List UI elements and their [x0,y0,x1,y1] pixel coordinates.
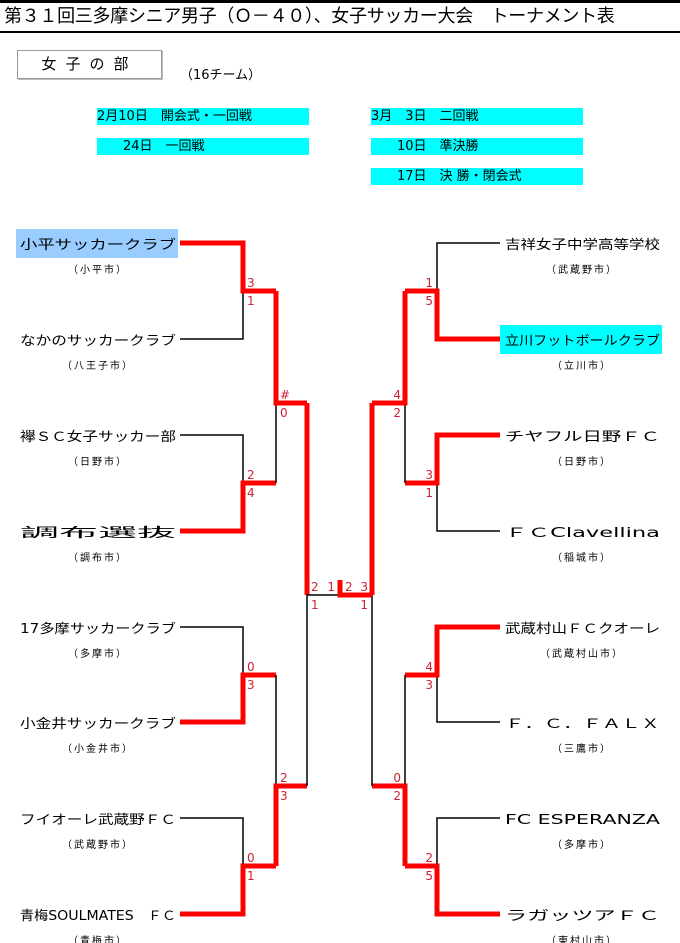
team-city: （武蔵野市） [62,838,134,851]
team-city: （武蔵野市） [546,263,618,276]
winner-path [180,240,276,294]
score: 2 [393,789,401,803]
bracket-line [180,817,244,866]
page-title: 第３１回三多摩シニア男子（Ｏ－４０）、女子サッカー大会 トーナメント表 [4,6,615,27]
score: 5 [425,869,433,883]
team-city: （調布市） [68,551,128,564]
winner-path [405,863,500,917]
title-rule-bottom [0,31,680,33]
team-city: （稲城市） [552,551,612,564]
team-city: （多摩市） [68,647,128,660]
score: 1 [425,276,433,290]
winner-path [405,432,500,486]
winner-path [273,783,307,866]
team-count: （16チーム） [180,68,262,83]
team-name: 17多摩サッカークラブ [20,621,176,637]
team-name: Ｆ．Ｃ．ＦＡＬＸ [505,717,660,732]
score: 2 [393,406,401,420]
title-rule-top [0,0,680,3]
winner-path [180,480,276,534]
winner-path [405,288,500,342]
team-name: 小平サッカークラブ [20,237,176,253]
team-name: FC ESPERANZA [505,813,660,828]
bracket-line [180,626,244,675]
score: 1 [247,294,255,308]
team-city: （日野市） [552,455,612,468]
team-name: 武蔵村山ＦＣクオーレ [505,622,660,637]
team-city: （東村山市） [546,934,618,943]
team-city: （日野市） [68,455,128,468]
score: 3 [425,468,433,482]
team-name: 青梅SOULMATES ＦＣ [20,909,176,924]
final-score-right: 2 [345,580,353,594]
schedule-item: 2月10日 開会式・一回戦 [97,108,309,125]
team-highlight [16,229,178,258]
score: 3 [280,789,288,803]
team-name: フイオーレ武蔵野ＦＣ [20,813,176,828]
team-city: （青梅市） [68,934,128,943]
schedule-item: 10日 準決勝 [371,138,583,155]
score: # [280,388,290,402]
team-city: （小金井市） [62,742,134,755]
score: 3 [247,276,255,290]
bracket-line [436,675,500,723]
team-city: （武蔵村山市） [540,647,624,660]
bracket-line [436,242,500,291]
score: 3 [360,580,368,594]
score: 5 [425,294,433,308]
bracket-line [180,434,244,483]
schedule-item: 17日 決 勝・閉会式 [371,168,583,185]
score: 2 [311,580,319,594]
score: 2 [425,851,433,865]
schedule-item: 24日 一回戦 [97,138,309,155]
team-name: ラガッツアＦＣ [505,909,660,924]
team-highlight [500,325,662,354]
final-score-left: 1 [327,580,335,594]
winner-path [337,580,372,598]
team-city: （三鷹市） [552,742,612,755]
score: 3 [425,678,433,692]
score: 0 [393,771,401,785]
score: 4 [393,388,401,402]
bracket-line [436,483,500,532]
score: 3 [247,678,255,692]
team-name: 調布選抜 [20,525,176,541]
winner-path [372,783,408,866]
team-city: （小平市） [68,263,128,276]
score: 2 [247,468,255,482]
team-name: 小金井サッカークラブ [20,716,176,732]
winner-path [372,291,408,406]
schedule-item: 3月 3日 二回戦 [371,108,583,125]
team-city: （立川市） [552,359,612,372]
winner-path [405,624,500,678]
team-name: 襷ＳＣ女子サッカー部 [20,429,176,445]
score: 1 [425,486,433,500]
division-label: 女子の部 [17,50,162,79]
score: 0 [280,406,288,420]
team-name: 吉祥女子中学高等学校 [505,237,660,253]
score: 1 [311,598,319,612]
team-name: 立川フットボールクラブ [505,333,660,349]
bracket-line [436,817,500,866]
winner-path [180,672,276,725]
team-name: ＦＣClavellina [505,526,660,541]
team-name: なかのサッカークラブ [20,333,176,349]
score: 0 [247,851,255,865]
winner-path [180,863,276,917]
score: 4 [425,660,433,674]
team-name: チヤフル日野ＦＣ [505,430,660,445]
score: 2 [280,771,288,785]
score: 1 [360,598,368,612]
score: 0 [247,660,255,674]
winner-path [273,291,307,406]
team-city: （多摩市） [552,838,612,851]
team-city: （八王子市） [62,359,134,372]
score: 1 [247,869,255,883]
bracket-line [180,291,244,340]
score: 4 [247,486,255,500]
